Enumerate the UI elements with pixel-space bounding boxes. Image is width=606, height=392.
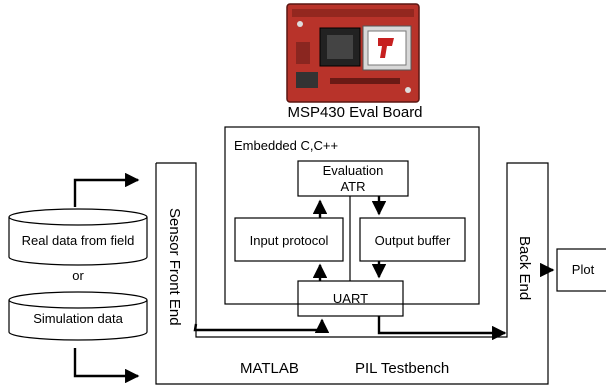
arrow-source-to-frontend-bottom <box>73 348 140 384</box>
arrow-frontend-to-uart <box>193 318 330 333</box>
input-protocol-label: Input protocol <box>249 233 329 248</box>
board-caption: MSP430 Eval Board <box>287 104 423 121</box>
output-buffer-block <box>359 217 466 262</box>
output-buffer-label: Output buffer <box>374 233 451 248</box>
evaluation-label-1: Evaluation <box>322 163 384 178</box>
arrow-source-to-frontend-top <box>73 172 140 207</box>
embedded-box <box>224 126 480 305</box>
sensor-front-end-label: Sensor Front End <box>166 208 183 326</box>
plot-label: Plot <box>571 262 595 277</box>
back-end-label: Back End <box>516 236 533 301</box>
arrow-uart-to-backend <box>377 316 507 341</box>
pil-testbench-frame <box>155 162 549 385</box>
or-label: or <box>72 268 84 283</box>
real-data-cylinder <box>8 208 148 266</box>
uart-label: UART <box>332 291 369 306</box>
msp430-board-image <box>286 3 420 103</box>
embedded-title: Embedded C,C++ <box>234 138 339 153</box>
input-protocol-block <box>234 217 344 262</box>
matlab-label: MATLAB <box>240 360 299 377</box>
plot-block <box>556 248 606 292</box>
real-data-label: Real data from field <box>21 233 135 248</box>
pil-testbench-label: PIL Testbench <box>355 360 450 377</box>
evaluation-label-2: ATR <box>340 179 366 194</box>
evaluation-block <box>297 160 409 197</box>
simulation-data-label: Simulation data <box>33 311 123 326</box>
simulation-data-cylinder <box>8 291 148 341</box>
